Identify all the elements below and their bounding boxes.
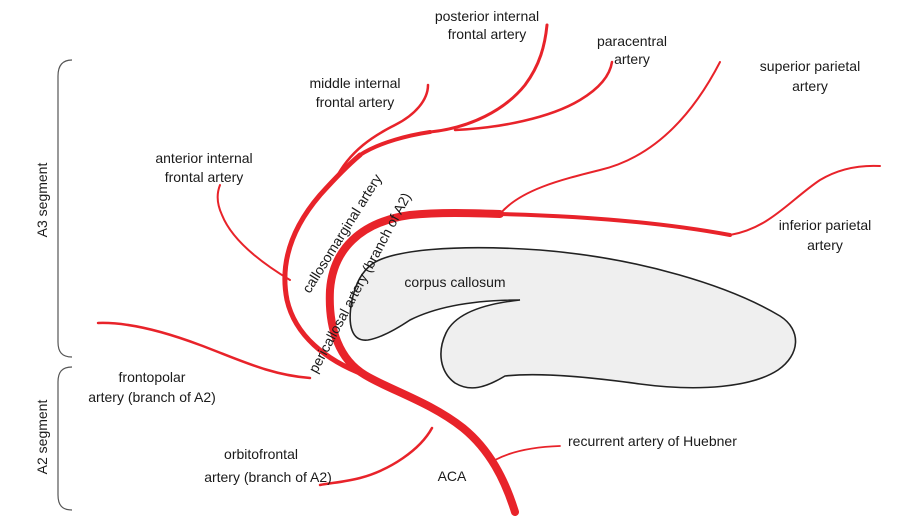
- pericallosal-artery: [500, 214, 730, 235]
- recurrent-artery-of-huebner: [495, 446, 560, 460]
- label-superior-parietal-2: artery: [792, 78, 828, 94]
- corpus-callosum-shape: [350, 248, 795, 388]
- a3-segment-label: A3 segment: [34, 163, 50, 238]
- label-orbitofrontal-1: orbitofrontal: [224, 446, 298, 462]
- label-posterior-internal-frontal-1: posterior internal: [435, 8, 539, 24]
- label-paracentral-1: paracentral: [597, 33, 667, 49]
- label-anterior-internal-frontal-2: frontal artery: [165, 169, 244, 185]
- label-anterior-internal-frontal-1: anterior internal: [155, 150, 252, 166]
- label-frontopolar-2: artery (branch of A2): [88, 389, 216, 405]
- a2-segment-bracket: [58, 367, 72, 510]
- label-aca: ACA: [438, 468, 467, 484]
- a3-segment-bracket: [58, 60, 72, 357]
- label-superior-parietal-1: superior parietal: [760, 58, 860, 74]
- label-middle-internal-frontal-1: middle internal: [309, 75, 400, 91]
- label-middle-internal-frontal-2: frontal artery: [316, 94, 395, 110]
- label-orbitofrontal-2: artery (branch of A2): [204, 469, 332, 485]
- a2-segment-label: A2 segment: [34, 400, 50, 475]
- label-posterior-internal-frontal-2: frontal artery: [448, 26, 527, 42]
- label-inferior-parietal-1: inferior parietal: [779, 217, 872, 233]
- orbitofrontal-artery: [320, 428, 432, 485]
- superior-parietal-artery: [500, 62, 720, 214]
- label-frontopolar-1: frontopolar: [119, 369, 186, 385]
- label-inferior-parietal-2: artery: [807, 237, 843, 253]
- label-recurrent-artery-of-huebner: recurrent artery of Huebner: [568, 433, 737, 449]
- label-corpus-callosum: corpus callosum: [404, 274, 505, 290]
- label-paracentral-2: artery: [614, 51, 650, 67]
- anterior-internal-frontal-artery: [218, 185, 290, 280]
- callosomarginal-upper: [360, 132, 430, 155]
